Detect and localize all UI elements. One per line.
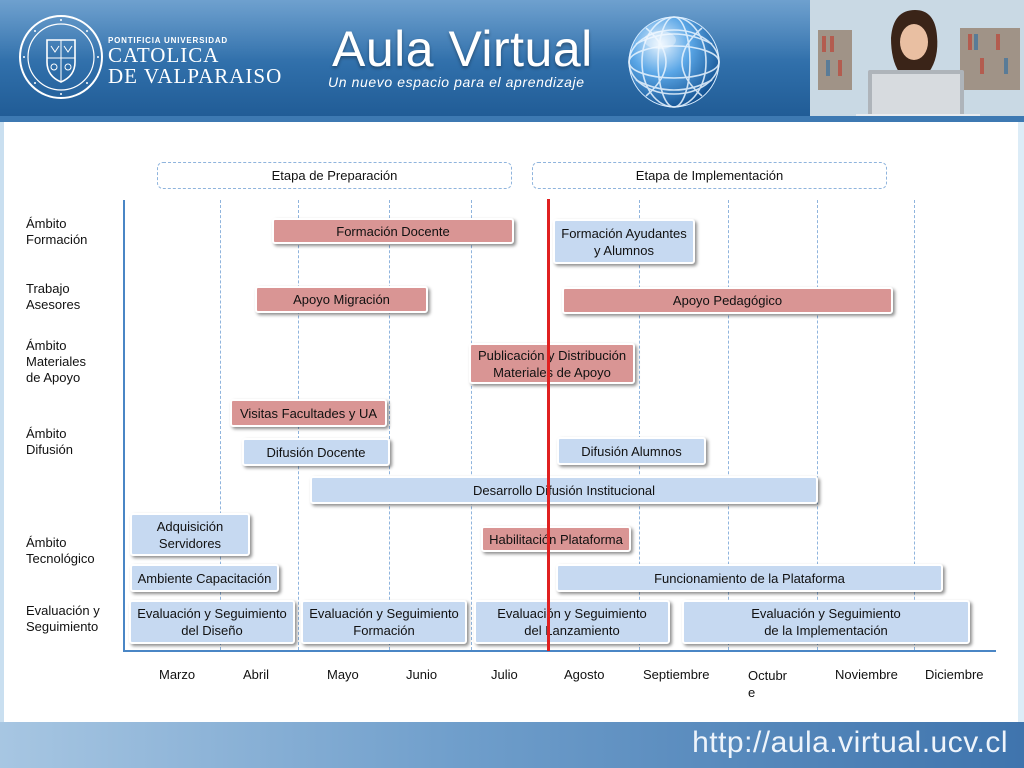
month-label-abril: Abril bbox=[243, 667, 270, 682]
bar-visitas-facultades: Visitas Facultades y UA bbox=[230, 399, 387, 427]
right-edge-strip bbox=[1018, 122, 1024, 722]
student-laptop-illustration bbox=[810, 0, 1024, 122]
university-name-line1: PONTIFICIA UNIVERSIDAD bbox=[108, 36, 228, 45]
footer-bar: http://aula.virtual.ucv.cl bbox=[0, 722, 1024, 768]
row-label-evaluacion: Evaluación y Seguimiento bbox=[26, 603, 100, 634]
month-label-diciembre: Diciembre bbox=[925, 667, 984, 682]
bar-adquisicion-servidores: Adquisición Servidores bbox=[130, 513, 250, 556]
current-date-marker bbox=[547, 199, 550, 651]
bar-eval-formacion: Evaluación y Seguimiento Formación bbox=[301, 600, 467, 644]
stage-preparation: Etapa de Preparación bbox=[157, 162, 512, 189]
footer-url: http://aula.virtual.ucv.cl bbox=[692, 726, 1008, 759]
bar-eval-lanzamiento: Evaluación y Seguimiento del Lanzamiento bbox=[474, 600, 670, 644]
stage-implementation: Etapa de Implementación bbox=[532, 162, 887, 189]
month-divider-septiembre-octubre bbox=[728, 200, 729, 650]
month-divider-marzo-abril bbox=[220, 200, 221, 650]
left-edge-strip bbox=[0, 122, 4, 722]
month-label-julio: Julio bbox=[491, 667, 518, 682]
row-label-formacion: Ámbito Formación bbox=[26, 216, 88, 247]
month-label-octubre: Octubr e bbox=[748, 668, 788, 700]
bar-habilitacion-plataforma: Habilitación Plataforma bbox=[481, 526, 631, 552]
month-label-septiembre: Septiembre bbox=[643, 667, 710, 682]
month-label-agosto: Agosto bbox=[564, 667, 605, 682]
bar-apoyo-migracion: Apoyo Migración bbox=[255, 286, 428, 313]
bar-difusion-docente: Difusión Docente bbox=[242, 438, 390, 466]
university-name: PONTIFICIA UNIVERSIDAD CATOLICA DE VALPA… bbox=[108, 36, 282, 87]
header-banner: PONTIFICIA UNIVERSIDAD CATOLICA DE VALPA… bbox=[0, 0, 1024, 122]
month-label-junio: Junio bbox=[406, 667, 438, 682]
bar-funcionamiento-plataforma: Funcionamiento de la Plataforma bbox=[556, 564, 943, 592]
bar-eval-diseno: Evaluación y Seguimiento del Diseño bbox=[129, 600, 295, 644]
row-label-asesores: Trabajo Asesores bbox=[26, 281, 81, 312]
x-axis-line bbox=[123, 650, 996, 652]
student-photo bbox=[810, 0, 1024, 122]
row-label-materiales: Ámbito Materiales de Apoyo bbox=[26, 338, 86, 385]
university-name-line3: DE VALPARAISO bbox=[108, 64, 283, 88]
bar-ambiente-capacitacion: Ambiente Capacitación bbox=[130, 564, 279, 592]
month-divider-junio-julio bbox=[471, 200, 472, 650]
month-divider-mayo-junio bbox=[389, 200, 390, 650]
month-label-mayo: Mayo bbox=[327, 667, 359, 682]
page-title: Aula Virtual bbox=[332, 21, 593, 77]
y-axis-line bbox=[123, 200, 125, 652]
header-bottom-bar bbox=[0, 116, 1024, 122]
university-seal-icon bbox=[19, 15, 103, 99]
globe-icon bbox=[628, 16, 720, 108]
month-divider-octubre-noviembre bbox=[817, 200, 818, 650]
row-label-difusion: Ámbito Difusión bbox=[26, 426, 73, 457]
bar-apoyo-pedagogico: Apoyo Pedagógico bbox=[562, 287, 893, 314]
bar-eval-implementacion: Evaluación y Seguimiento de la Implement… bbox=[682, 600, 970, 644]
month-label-noviembre: Noviembre bbox=[835, 667, 898, 682]
bar-formacion-ayudantes: Formación Ayudantes y Alumnos bbox=[553, 219, 695, 264]
bar-desarrollo-difusion: Desarrollo Difusión Institucional bbox=[310, 476, 818, 504]
university-name-line2: CATOLICA bbox=[108, 43, 220, 67]
row-label-tecnologico: Ámbito Tecnológico bbox=[26, 535, 95, 566]
page-subtitle: Un nuevo espacio para el aprendizaje bbox=[328, 74, 585, 90]
bar-difusion-alumnos: Difusión Alumnos bbox=[557, 437, 706, 465]
bar-publicacion-materiales: Publicación y Distribución Materiales de… bbox=[469, 343, 635, 384]
bar-formacion-docente: Formación Docente bbox=[272, 218, 514, 244]
month-divider-noviembre-diciembre bbox=[914, 200, 915, 650]
month-divider-agosto-septiembre bbox=[639, 200, 640, 650]
month-label-marzo: Marzo bbox=[159, 667, 196, 682]
